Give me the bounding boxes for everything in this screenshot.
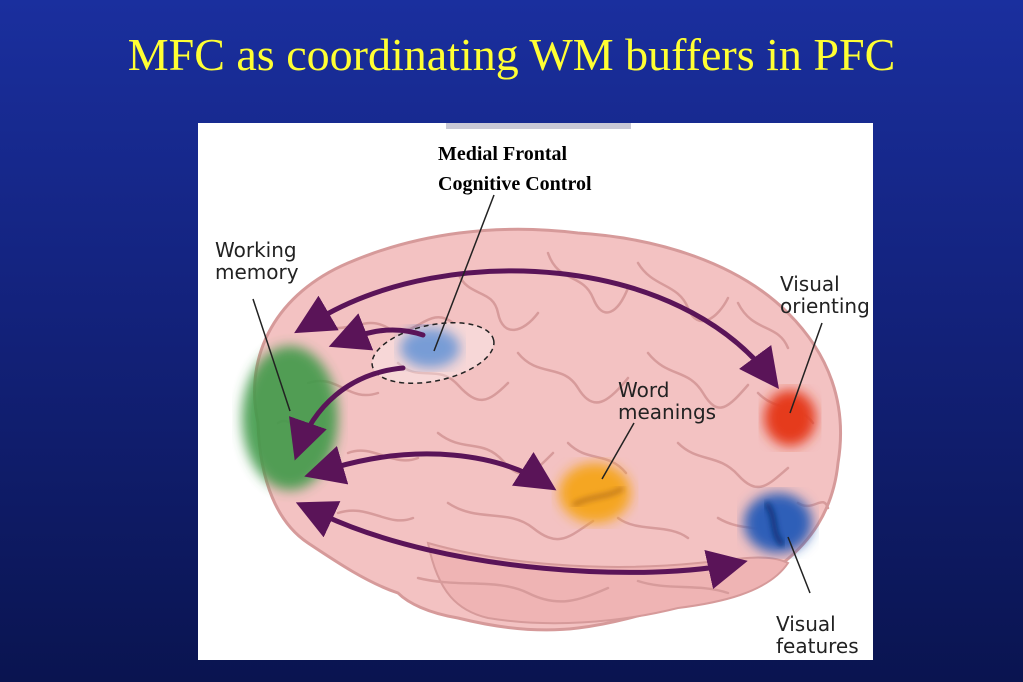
visual-orienting-label-line2: orienting xyxy=(780,294,870,318)
visual-orienting-label: Visual orienting xyxy=(780,273,870,317)
visual-features-label-line2: features xyxy=(776,634,859,658)
label-pointer-lines xyxy=(252,194,823,594)
word-meanings-label-line1: Word xyxy=(618,378,670,402)
word-meanings-label: Word meanings xyxy=(618,379,716,423)
visual-features-region xyxy=(744,493,812,553)
pointer-word-meanings xyxy=(601,422,635,480)
visual-features-label-line1: Visual xyxy=(776,612,836,636)
medial-frontal-label-line2: Cognitive Control xyxy=(438,173,592,195)
brain-diagram xyxy=(242,123,842,632)
arrow-mfc-to-wm xyxy=(328,313,426,351)
pointer-mfc xyxy=(433,194,495,352)
brain-diagram-panel: Medial Frontal Cognitive Control Working… xyxy=(198,123,873,660)
connection-arrows xyxy=(289,268,779,590)
visual-orienting-label-line1: Visual xyxy=(780,272,840,296)
working-memory-region xyxy=(242,346,338,490)
pointer-visual-features xyxy=(787,536,811,594)
working-memory-label: Working memory xyxy=(215,239,299,283)
pointer-visual-orienting xyxy=(789,322,823,414)
arrow-wm-to-word-meanings xyxy=(304,445,557,491)
cropped-text-fragment xyxy=(446,123,631,129)
working-memory-label-line2: memory xyxy=(215,260,299,284)
medial-frontal-label-line1: Medial Frontal xyxy=(438,143,568,165)
visual-features-sulcus xyxy=(763,501,785,547)
visual-orienting-region xyxy=(764,390,816,446)
visual-features-label: Visual features xyxy=(776,613,859,657)
arrow-wm-to-visual-orienting xyxy=(294,268,779,390)
working-memory-label-line1: Working xyxy=(215,238,297,262)
pointer-working-memory xyxy=(252,298,291,412)
slide-title: MFC as coordinating WM buffers in PFC xyxy=(127,29,896,80)
word-meanings-region xyxy=(559,463,631,523)
medial-frontal-label: Medial Frontal Cognitive Control xyxy=(438,139,592,199)
arrow-wm-to-visual-features xyxy=(295,501,748,590)
arrow-mfc-down-to-wm xyxy=(289,365,406,461)
word-meanings-label-line2: meanings xyxy=(618,400,717,424)
